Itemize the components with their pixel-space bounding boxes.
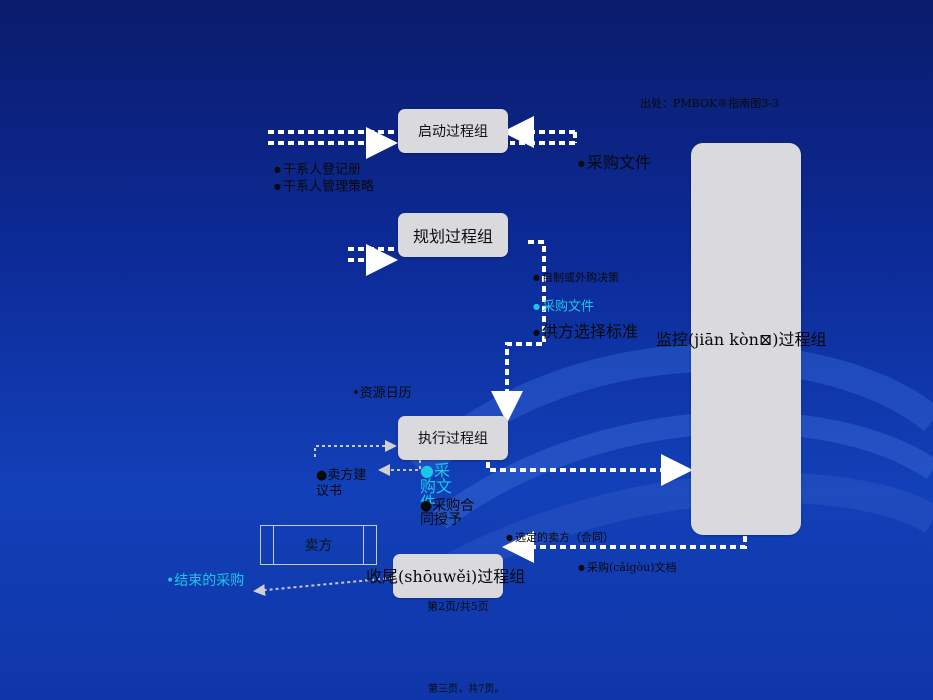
initiating-group-label: 启动过程组: [418, 124, 488, 140]
monitoring-group-box: [691, 143, 801, 535]
stakeholder-register-label: 干系人登记册: [274, 162, 361, 179]
resource-calendar-label: •资源日历: [352, 386, 412, 401]
seller-proposal-label: ●卖方建议书: [316, 468, 367, 499]
source-selection-label: 供方选择标准: [533, 324, 638, 341]
selected-seller-label: 选定的卖方（合同）: [506, 530, 614, 546]
exec-procurement-docs-label: ●采购文件: [420, 461, 453, 512]
closing-group-label: 收尾(shōuwěi)过程组: [366, 567, 526, 586]
page-indicator: 第2页/共5页: [427, 600, 489, 613]
planning-group-label: 规划过程组: [412, 227, 493, 246]
executing-group-label: 执行过程组: [418, 431, 488, 447]
procurement-docs-top-label: 采购文件: [578, 155, 651, 172]
seller-label: 卖方: [304, 538, 333, 554]
procurement-docs-mid-label: 采购文件: [533, 299, 594, 316]
monitoring-group-label: 监控(jiān kòn⊠)过程组: [656, 330, 827, 349]
seller-box: 卖方: [260, 525, 377, 565]
make-or-buy-label: 自制或外购决策: [533, 270, 619, 286]
executing-group-box: 执行过程组: [398, 416, 508, 460]
stakeholder-strategy-label: 干系人管理策略: [274, 179, 374, 196]
procurement-docs-bottom-label: 采购(cǎigòu)文档: [578, 560, 677, 576]
initiating-group-box: 启动过程组: [398, 109, 508, 153]
planning-group-box: 规划过程组: [398, 213, 508, 257]
source-note: 出处：PMBOK®指南图3-3: [640, 97, 779, 110]
closed-procurement-label: •结束的采购: [166, 573, 245, 589]
closing-group-box: [393, 554, 503, 598]
contract-award-label: ●采购合同授予: [420, 498, 475, 528]
footer-text: 第三页，共7页。: [428, 684, 505, 695]
